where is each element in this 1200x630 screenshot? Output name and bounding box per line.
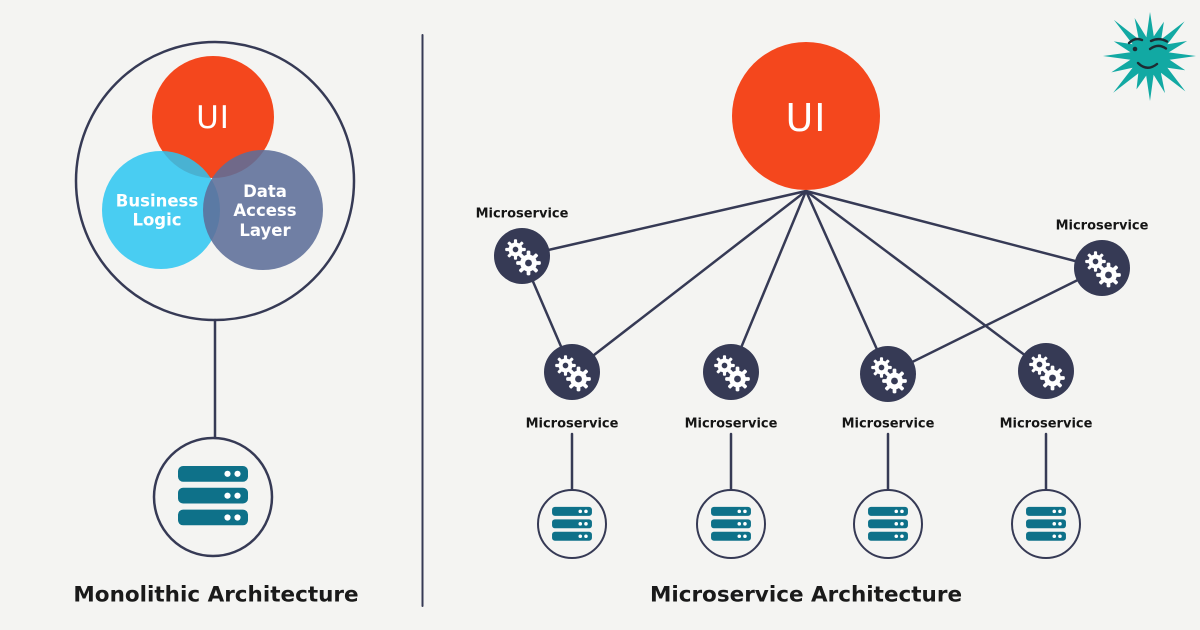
data-access-layer-label: Data Access Layer bbox=[233, 181, 297, 240]
microservice-label-top-right: Microservice bbox=[1055, 218, 1149, 234]
microservice-edges bbox=[520, 189, 1104, 493]
microservice-node-3 bbox=[860, 346, 916, 402]
ui-layer-circle bbox=[152, 56, 274, 178]
business-logic-label: Business Logic bbox=[115, 191, 199, 230]
ui-hub-label: UI bbox=[785, 96, 827, 140]
wink-face bbox=[1127, 37, 1169, 69]
microservice-label-4: Microservice bbox=[999, 416, 1093, 432]
microservice-databases bbox=[537, 489, 1081, 559]
microservice-node-4 bbox=[1018, 343, 1074, 399]
microservice-label-1: Microservice bbox=[525, 416, 619, 432]
monolithic-title: Monolithic Architecture bbox=[73, 582, 359, 608]
monolith-boundary-circle bbox=[74, 40, 356, 322]
microservice-title: Microservice Architecture bbox=[649, 582, 963, 608]
microservice-node-2 bbox=[703, 344, 759, 400]
microservice-node-1 bbox=[544, 344, 600, 400]
microservice-label-top-left: Microservice bbox=[475, 206, 569, 222]
microservice-label-2: Microservice bbox=[684, 416, 778, 432]
business-logic-circle bbox=[102, 151, 220, 269]
database-server-icon bbox=[178, 466, 248, 526]
ui-hub-circle bbox=[732, 42, 880, 190]
microservice-node-top-left bbox=[494, 228, 550, 284]
microservice-label-3: Microservice bbox=[841, 416, 935, 432]
microservice-node-top-right bbox=[1074, 240, 1130, 296]
data-access-layer-circle bbox=[203, 150, 323, 270]
winking-starburst-mascot bbox=[1103, 12, 1196, 101]
ui-layer-label: UI bbox=[196, 100, 230, 136]
